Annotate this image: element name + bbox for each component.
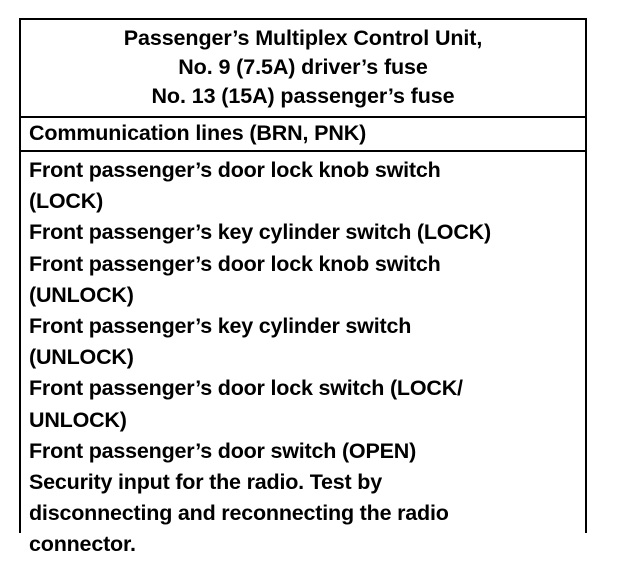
- header-line-driver-fuse: No. 9 (7.5A) driver’s fuse: [178, 55, 428, 79]
- header-line-passenger-fuse: No. 13 (15A) passenger’s fuse: [151, 84, 455, 108]
- signal-line: (LOCK): [29, 189, 104, 214]
- header-line-control-unit: Passenger’s Multiplex Control Unit,: [123, 26, 483, 50]
- signal-line: Front passenger’s door lock knob switch: [29, 158, 441, 182]
- signal-line: (UNLOCK): [29, 282, 134, 307]
- communication-lines-text: Communication lines (BRN, PNK): [29, 121, 367, 145]
- signal-line: Front passenger’s door switch (OPEN): [29, 438, 417, 463]
- scanned-page: Passenger’s Multiplex Control Unit, No. …: [19, 18, 587, 567]
- connector-signal-table: Passenger’s Multiplex Control Unit, No. …: [19, 18, 587, 567]
- communication-lines-cell: Communication lines (BRN, PNK): [21, 118, 585, 152]
- signal-list-cell: Front passenger’s door lock knob switch …: [21, 152, 585, 567]
- signal-line: Front passenger’s door lock switch (LOCK…: [29, 376, 463, 401]
- signal-line: (UNLOCK): [29, 345, 134, 370]
- signal-line: Security input for the radio. Test by: [29, 470, 382, 495]
- signal-line: disconnecting and reconnecting the radio: [29, 501, 449, 526]
- table-header-cell: Passenger’s Multiplex Control Unit, No. …: [21, 20, 585, 118]
- signal-line: connector.: [29, 532, 136, 557]
- signal-line: Front passenger’s door lock knob switch: [29, 251, 441, 276]
- signal-line: Front passenger’s key cylinder switch: [29, 314, 412, 339]
- signal-line: Front passenger’s key cylinder switch (L…: [29, 220, 491, 245]
- signal-line: UNLOCK): [29, 407, 127, 432]
